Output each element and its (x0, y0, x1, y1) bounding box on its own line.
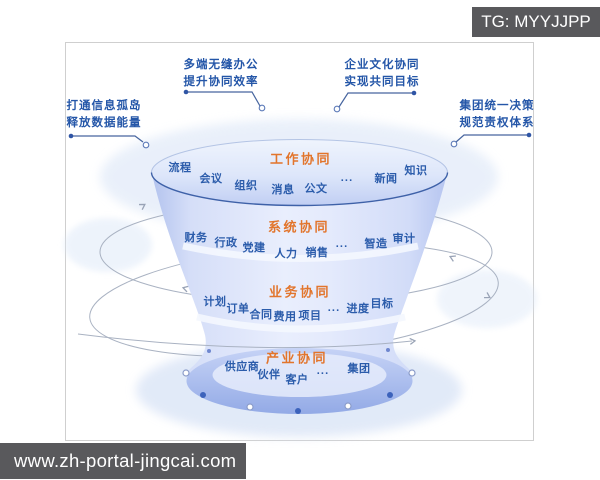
callout-right-line2: 规范责权体系 (459, 117, 535, 129)
funnel-item-ellipsis: ··· (316, 368, 330, 380)
funnel-item: 智造 (364, 238, 388, 250)
funnel-item: 供应商 (224, 361, 260, 373)
level-title-business: 业务协同 (268, 284, 332, 300)
callout-endpoints (68, 89, 532, 149)
dot (295, 408, 301, 414)
funnel-item: 会议 (199, 173, 223, 185)
funnel-item-ellipsis: ··· (327, 305, 341, 317)
leader-line-top-left (186, 91, 261, 107)
funnel-item: 知识 (404, 165, 428, 177)
funnel-item: 审计 (392, 233, 416, 245)
funnel-item: 公文 (304, 183, 328, 195)
funnel-item: 伙伴 (257, 369, 281, 381)
funnel-item: 行政 (214, 237, 238, 249)
funnel-item: 消息 (271, 184, 295, 196)
dot (207, 349, 211, 353)
left-wisp (64, 218, 152, 272)
leader-circle (258, 104, 266, 112)
hollow-dot (344, 402, 352, 410)
arrow-icon (139, 203, 146, 210)
level-title-work: 工作协同 (269, 151, 333, 167)
funnel-item: 费用 (273, 311, 297, 323)
level-separator (182, 242, 419, 262)
funnel-item: 人力 (274, 248, 298, 260)
leader-line-right (455, 134, 529, 143)
arrow-icon (409, 337, 417, 345)
funnel-item: 项目 (298, 310, 322, 322)
top-ellipse (151, 139, 448, 206)
funnel-item: 党建 (242, 242, 266, 254)
callout-top-right-line2: 实现共同目标 (344, 76, 420, 88)
funnel-item: 进度 (346, 303, 370, 315)
site-watermark-badge: www.zh-portal-jingcai.com (0, 443, 246, 479)
hollow-dot (182, 369, 190, 377)
callout-top-left-line2: 提升协同效率 (183, 76, 259, 88)
funnel-item: 目标 (370, 298, 394, 310)
arrow-icon (448, 255, 456, 262)
level-separator (196, 313, 406, 333)
hollow-dot (408, 369, 416, 377)
funnel-item: 财务 (184, 232, 208, 244)
callout-left-line1: 打通信息孤岛 (66, 100, 142, 112)
leader-line-left (71, 135, 144, 143)
funnel-item: 组织 (234, 180, 258, 192)
funnel-item: 新闻 (374, 173, 398, 185)
leader-circle (142, 141, 150, 149)
right-wisp (437, 270, 537, 328)
tg-watermark-badge: TG: MYYJJPP (472, 7, 600, 37)
leader-dot (68, 133, 74, 139)
bottom-ellipse-inner (212, 353, 387, 397)
funnel-item: 销售 (305, 247, 329, 259)
leader-line-top-right (338, 92, 414, 108)
dot (386, 348, 390, 352)
funnel-item: 流程 (168, 162, 192, 174)
callout-leaders (71, 91, 529, 143)
leader-circle (450, 140, 458, 148)
dot (387, 392, 393, 398)
dot (200, 392, 206, 398)
hollow-dot (246, 403, 254, 411)
top-ellipse-back-rim (151, 139, 448, 173)
funnel-item: 合同 (249, 309, 273, 321)
orbit-front-arc (77, 333, 413, 349)
callout-top-left-line1: 多端无缝办公 (183, 59, 259, 71)
leader-dot (411, 90, 417, 96)
level-title-system: 系统协同 (267, 219, 331, 235)
funnel-item-ellipsis: ··· (335, 241, 349, 253)
funnel-item: 客户 (285, 374, 309, 386)
callout-right-line1: 集团统一决策 (459, 100, 535, 112)
orbit-arrows (139, 203, 491, 299)
funnel-item: 订单 (226, 303, 250, 315)
arrow-icon (181, 285, 189, 293)
leader-dot (183, 89, 189, 95)
funnel-body (152, 174, 447, 410)
level-title-industry: 产业协同 (265, 350, 329, 366)
funnel-item: 计划 (203, 296, 227, 308)
arrow-icon (484, 292, 491, 299)
funnel-item: 集团 (347, 363, 371, 375)
callout-top-right-line1: 企业文化协同 (344, 59, 420, 71)
funnel-item-ellipsis: ··· (340, 175, 354, 187)
leader-circle (333, 105, 341, 113)
bottom-ellipse-dots (182, 348, 416, 414)
top-ellipse-front-rim (150, 172, 449, 207)
leader-dot (526, 132, 532, 138)
callout-left-line2: 释放数据能量 (66, 117, 142, 129)
